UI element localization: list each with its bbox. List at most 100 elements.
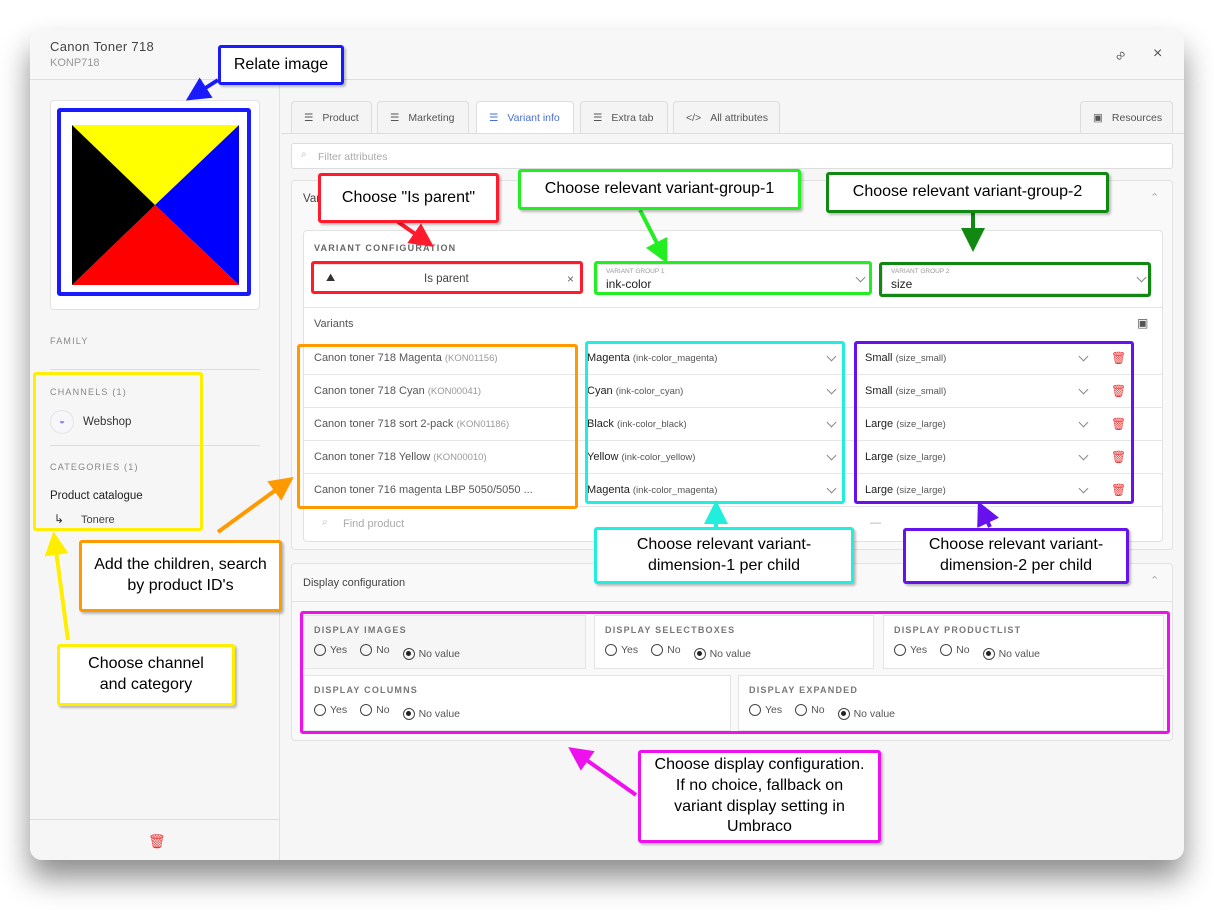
- child-id: (KON00041): [427, 386, 482, 397]
- child-product[interactable]: Canon toner 716 magenta LBP 5050/5050 ..…: [304, 484, 587, 496]
- radio-none[interactable]: No value: [402, 647, 460, 660]
- dimension-1-select[interactable]: Cyan (ink-color_cyan): [587, 375, 849, 407]
- arrow-dim2: [977, 501, 999, 528]
- child-product[interactable]: Canon toner 718 Magenta (KON01156): [304, 352, 587, 364]
- filter-attributes-input[interactable]: ⌕ Filter attributes: [291, 143, 1173, 169]
- arrow-relate-image: [185, 77, 220, 101]
- radio-circle: [749, 704, 761, 716]
- tab-marketing[interactable]: ☰Marketing: [377, 101, 469, 134]
- radio-no[interactable]: No: [651, 644, 681, 656]
- dimension-2-select[interactable]: Small (size_small): [849, 342, 1111, 374]
- image-icon[interactable]: ▣: [1137, 316, 1149, 330]
- radio-yes[interactable]: Yes: [894, 644, 927, 656]
- chevron-up-icon[interactable]: ⌃: [1150, 575, 1160, 587]
- divider: [304, 307, 1162, 308]
- delete-variant-icon[interactable]: 🗑: [1111, 417, 1127, 431]
- tab-variant-info[interactable]: ☰Variant info: [476, 101, 574, 134]
- divider: [50, 369, 260, 370]
- radio-circle: [402, 647, 415, 660]
- tab-label: Product: [322, 112, 359, 124]
- radio-yes[interactable]: Yes: [749, 704, 782, 716]
- parent-select[interactable]: ⛰ Is parent ×: [313, 264, 581, 294]
- radio-circle: [837, 707, 850, 720]
- category-product-catalogue[interactable]: Product catalogue: [50, 490, 143, 502]
- radio-label: No value: [418, 707, 461, 720]
- arrow-children: [216, 476, 294, 534]
- dimension-2-select[interactable]: Small (size_small): [849, 375, 1111, 407]
- tab-product[interactable]: ☰Product: [291, 101, 372, 134]
- dim2-highlight: [854, 341, 1134, 504]
- variant-rows: Canon toner 718 Magenta (KON01156) Magen…: [304, 342, 1162, 507]
- radio-yes[interactable]: Yes: [605, 644, 638, 656]
- radio-circle: [314, 704, 326, 716]
- channels-label: CHANNELS (1): [50, 387, 127, 397]
- radio-label: No: [376, 704, 390, 716]
- radio-yes[interactable]: Yes: [314, 644, 347, 656]
- radio-no[interactable]: No: [360, 644, 390, 656]
- callout-channel: Choose channel and category: [57, 644, 235, 706]
- child-product[interactable]: Canon toner 718 Cyan (KON00041): [304, 385, 587, 397]
- group2-label: VARIANT GROUP 2: [891, 268, 950, 275]
- dim1-value: Black: [587, 418, 614, 430]
- dim2-value: Large: [865, 451, 894, 463]
- radio-circle: [940, 644, 953, 656]
- variants-label: Variants: [314, 318, 354, 330]
- radio-none[interactable]: No value: [837, 707, 896, 720]
- radio-no[interactable]: No: [940, 644, 970, 656]
- clear-icon[interactable]: ×: [567, 272, 575, 286]
- dim2-value: Small: [865, 352, 893, 364]
- tab-extra[interactable]: ☰Extra tab: [580, 101, 668, 134]
- delete-product-icon[interactable]: 🗑: [148, 833, 166, 849]
- display-field-label: DISPLAY EXPANDED: [749, 685, 859, 695]
- resources-button[interactable]: ▣Resources: [1080, 101, 1173, 134]
- radio-none[interactable]: No value: [982, 647, 1040, 660]
- empty-dimension: —: [870, 517, 881, 529]
- dim1-value: Magenta: [587, 484, 630, 496]
- dim1-code: (ink-color_yellow): [621, 451, 696, 463]
- child-product[interactable]: Canon toner 718 Yellow (KON00010): [304, 451, 587, 463]
- radio-none[interactable]: No value: [402, 707, 461, 720]
- product-image-card[interactable]: [50, 100, 260, 310]
- variant-row: Canon toner 718 Magenta (KON01156) Magen…: [304, 342, 1162, 375]
- radio-no[interactable]: No: [795, 704, 825, 716]
- section-title: Display configuration: [303, 577, 406, 589]
- dimension-2-select[interactable]: Large (size_large): [849, 474, 1111, 506]
- dimension-1-select[interactable]: Magenta (ink-color_magenta): [587, 342, 849, 374]
- arrow-group1: [638, 209, 668, 264]
- radio-no[interactable]: No: [360, 704, 390, 716]
- delete-variant-icon[interactable]: 🗑: [1111, 351, 1127, 365]
- find-product-input[interactable]: Find product: [343, 518, 405, 530]
- child-product[interactable]: Canon toner 718 sort 2-pack (KON01186): [304, 418, 587, 430]
- radio-label: Yes: [330, 644, 348, 656]
- callout-dim1: Choose relevant variant-dimension-1 per …: [594, 527, 854, 584]
- variant-config-label: VARIANT CONFIGURATION: [314, 243, 457, 253]
- tab-all-attributes[interactable]: </>All attributes: [673, 101, 780, 134]
- radio-yes[interactable]: Yes: [314, 704, 347, 716]
- child-name: Canon toner 718 Cyan: [314, 385, 425, 397]
- radio-label: No value: [853, 707, 896, 720]
- search-icon: ⌕: [301, 149, 307, 160]
- delete-variant-icon[interactable]: 🗑: [1111, 483, 1127, 497]
- delete-variant-icon[interactable]: 🗑: [1111, 384, 1127, 398]
- product-sku: KONP718: [50, 57, 100, 69]
- subcategory-tonere[interactable]: Tonere: [81, 514, 115, 526]
- dimension-2-select[interactable]: Large (size_large): [849, 408, 1111, 440]
- parent-icon: ⛰: [326, 272, 336, 284]
- dim1-code: (ink-color_magenta): [632, 352, 718, 364]
- radio-none[interactable]: No value: [693, 647, 751, 660]
- dimension-1-select[interactable]: Yellow (ink-color_yellow): [587, 441, 849, 473]
- delete-variant-icon[interactable]: 🗑: [1111, 450, 1127, 464]
- variant-group-1-select[interactable]: VARIANT GROUP 1 ink-color: [597, 264, 871, 294]
- dimension-1-select[interactable]: Magenta (ink-color_magenta): [587, 474, 849, 506]
- chevron-up-icon[interactable]: ⌃: [1150, 192, 1160, 204]
- tab-label: Marketing: [408, 112, 455, 124]
- dim1-value: Magenta: [587, 352, 630, 364]
- dimension-2-select[interactable]: Large (size_large): [849, 441, 1111, 473]
- dimension-1-select[interactable]: Black (ink-color_black): [587, 408, 849, 440]
- radio-circle: [402, 707, 415, 720]
- close-icon[interactable]: ×: [1153, 45, 1163, 62]
- channel-webshop[interactable]: Webshop: [83, 416, 132, 428]
